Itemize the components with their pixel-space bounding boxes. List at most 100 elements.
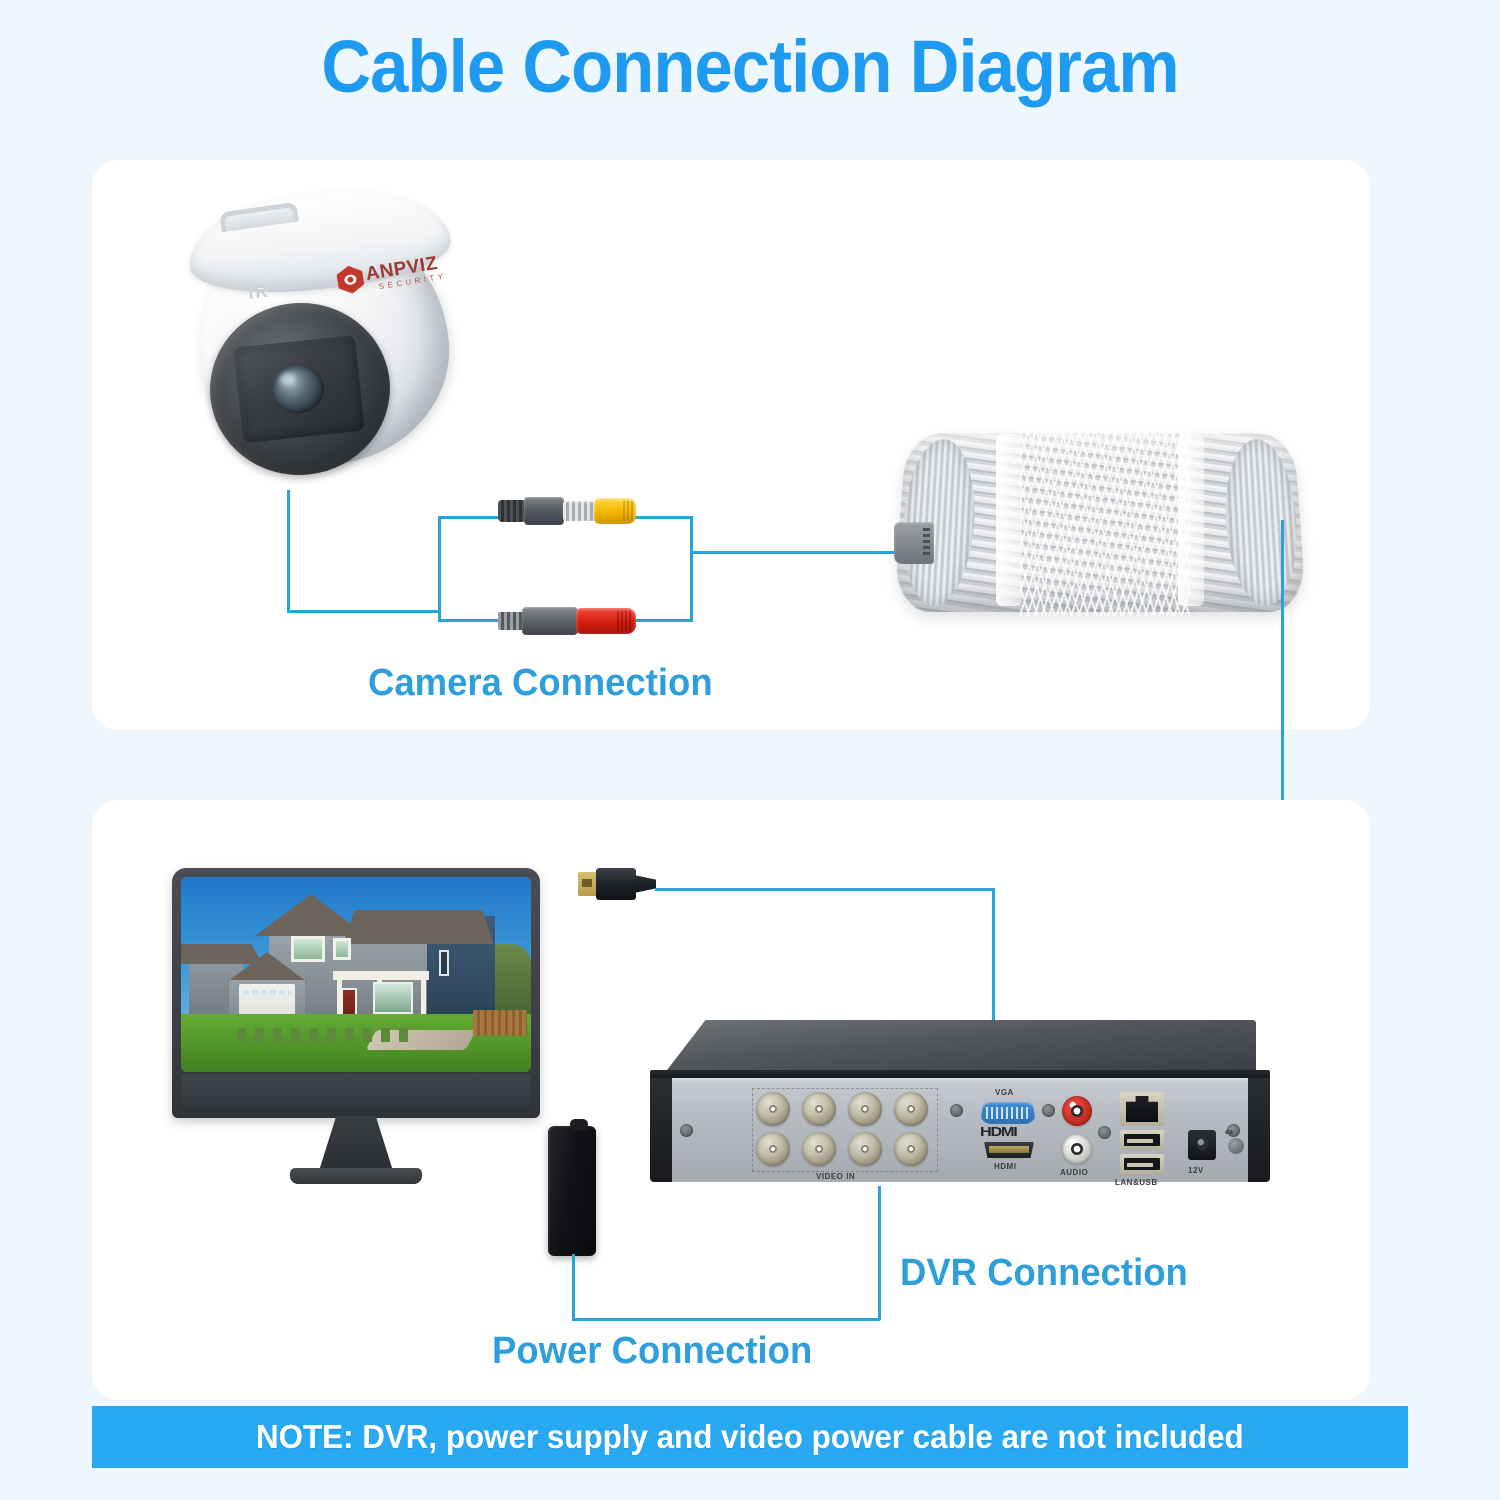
dvr-illustration: VIDEO IN VGA HDMI HDMI AUDIO LAN&USB 12V… <box>650 1020 1270 1190</box>
connector-strain-boot <box>498 500 526 522</box>
hdmi-dvr-drop-line <box>992 888 995 1036</box>
dvr-top-cover <box>664 1020 1256 1074</box>
dvr-ground-screw <box>1228 1138 1244 1154</box>
bnc-yellow-tip <box>594 498 636 524</box>
usb-port-2[interactable] <box>1120 1154 1164 1174</box>
connector-split-line <box>438 516 441 622</box>
dvr-screw-left <box>680 1124 693 1137</box>
dvr-videoin-callout-line <box>878 1186 881 1320</box>
dc-connector-pins <box>498 612 524 630</box>
dvr-top-edge <box>650 1070 1270 1080</box>
hdmi-to-dvr-line <box>655 888 995 891</box>
hdmi-cable-plug <box>578 866 662 902</box>
camera-bottom-line <box>287 610 441 613</box>
bnc-port-7[interactable] <box>848 1132 882 1166</box>
cable-end-connector <box>894 522 934 564</box>
bnc-port-4[interactable] <box>894 1092 928 1126</box>
monitor-stand-base <box>290 1168 422 1184</box>
monitor-frame <box>172 868 540 1118</box>
bnc-port-8[interactable] <box>894 1132 928 1166</box>
camera-illustration: IR ANPVIZ SECURITY <box>170 179 461 484</box>
dvr-connection-label: DVR Connection <box>900 1252 1188 1294</box>
monitor-stand-neck <box>318 1116 394 1174</box>
dc-left-lead <box>438 619 510 622</box>
usb-port-1[interactable] <box>1120 1130 1164 1150</box>
dvr-12v-power-jack[interactable] <box>1188 1130 1216 1160</box>
monitor-screen <box>181 877 531 1072</box>
screen-window-side <box>439 950 449 976</box>
screen-shrubs <box>237 1028 417 1042</box>
power-supply-drop-line <box>572 1254 575 1320</box>
audio-out-rca-red[interactable] <box>1062 1096 1092 1126</box>
cable-plastic-wrap <box>1020 424 1190 616</box>
bnc-port-6[interactable] <box>802 1132 836 1166</box>
connector-grip <box>524 497 564 525</box>
camera-lens-glass <box>269 362 327 416</box>
bnc-port-1[interactable] <box>756 1092 790 1126</box>
dvr-right-side <box>1248 1078 1270 1182</box>
dvr-screw-vga-left <box>950 1104 963 1117</box>
hdmi-port[interactable] <box>984 1142 1034 1158</box>
power-supply-connector-nub <box>570 1119 588 1131</box>
vga-port[interactable] <box>980 1102 1036 1124</box>
dvr-hdmi-logo-mark: HDMI <box>980 1124 1018 1139</box>
audio-in-rca-white[interactable] <box>1062 1134 1092 1164</box>
power-connection-label: Power Connection <box>492 1330 813 1372</box>
cable-coil-illustration <box>893 424 1307 616</box>
screen-window-porch <box>373 982 413 1014</box>
dvr-vga-label: VGA <box>995 1088 1014 1097</box>
screen-porch-column-1 <box>337 980 342 1022</box>
power-label-line <box>572 1318 880 1321</box>
bnc-port-3[interactable] <box>848 1092 882 1126</box>
bnc-video-connector <box>498 494 636 528</box>
dvr-screw-right <box>1227 1124 1240 1137</box>
camera-lens-housing <box>233 334 365 444</box>
dvr-video-in-label: VIDEO IN <box>816 1172 856 1181</box>
hdmi-plug-strain-relief <box>634 875 656 893</box>
dvr-power-label: 12V <box>1188 1166 1204 1175</box>
screen-porch-column-3 <box>421 980 426 1022</box>
dvr-left-side <box>650 1078 672 1182</box>
camera-connection-label: Camera Connection <box>368 662 713 704</box>
power-supply-adapter <box>548 1119 596 1256</box>
anpviz-hexagon-eye-icon <box>335 264 365 296</box>
dvr-audio-label: AUDIO <box>1060 1168 1089 1177</box>
note-banner: NOTE: DVR, power supply and video power … <box>92 1406 1408 1468</box>
connector-merge-line <box>690 516 693 622</box>
note-text: NOTE: DVR, power supply and video power … <box>256 1418 1244 1455</box>
dc-connector-grip <box>522 607 578 635</box>
bnc-left-lead <box>438 516 510 519</box>
cable-feed-line <box>690 551 916 554</box>
dvr-hdmi-label: HDMI <box>994 1162 1017 1171</box>
dc-red-tip <box>576 608 636 634</box>
dvr-rear-panel <box>650 1078 1270 1182</box>
ground-symbol-icon: ⏛ <box>1224 1128 1234 1139</box>
bnc-right-lead <box>628 516 692 519</box>
camera-drop-line <box>287 490 290 612</box>
screen-fence <box>473 1010 527 1036</box>
dvr-video-in-panel <box>752 1088 938 1172</box>
screen-porch-roof <box>333 971 429 980</box>
screen-roof-main <box>255 894 367 936</box>
monitor-illustration <box>172 868 540 1184</box>
hdmi-plug-body <box>596 868 636 900</box>
screen-roof-long <box>343 910 505 944</box>
screen-lawn <box>181 1014 531 1072</box>
dvr-screw-audio <box>1098 1126 1111 1139</box>
bnc-port-2[interactable] <box>802 1092 836 1126</box>
hdmi-contact-blade <box>578 872 598 896</box>
dvr-lan-usb-label: LAN&USB <box>1115 1178 1158 1187</box>
screen-window-upper-left <box>291 936 325 962</box>
page-title: Cable Connection Diagram <box>321 25 1179 108</box>
cable-tie-band-left <box>996 434 1022 606</box>
bnc-port-5[interactable] <box>756 1132 790 1166</box>
dc-power-connector <box>498 604 636 638</box>
power-supply-body <box>548 1126 596 1256</box>
cable-tie-band-right <box>1178 434 1204 606</box>
monitor-chin <box>181 1074 531 1108</box>
dvr-screw-vga-right <box>1042 1104 1055 1117</box>
lan-rj45-port[interactable] <box>1120 1092 1164 1126</box>
screen-window-upper-right <box>333 938 351 960</box>
dc-right-lead <box>628 619 692 622</box>
